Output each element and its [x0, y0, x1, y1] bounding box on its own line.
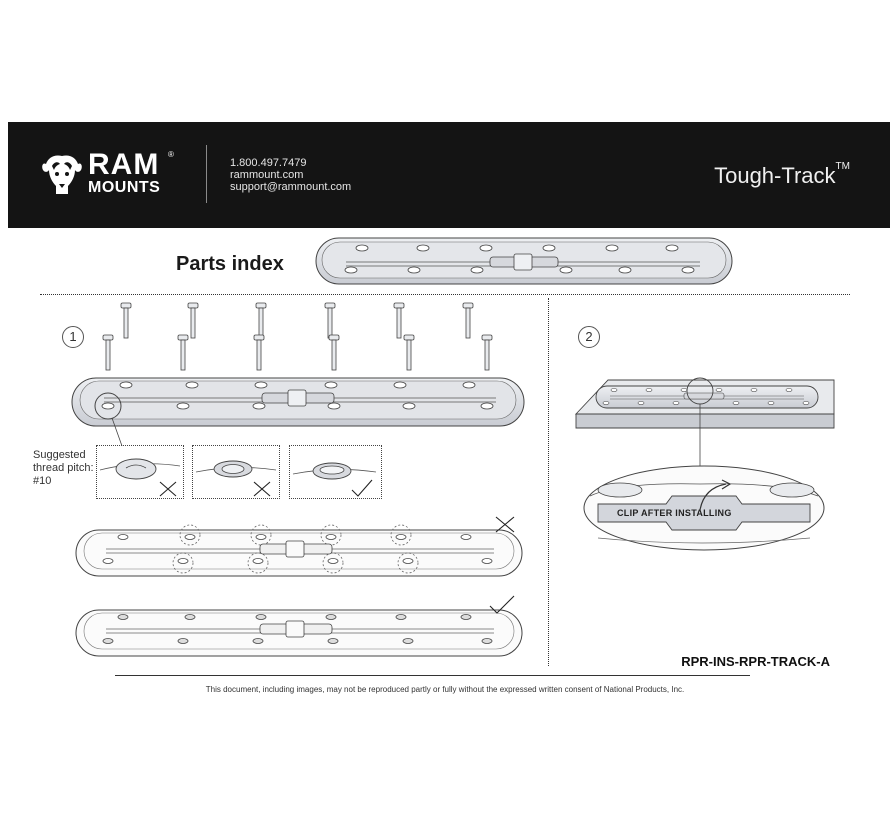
step-2-mounted-track	[574, 377, 835, 470]
section-divider-vertical	[548, 298, 549, 666]
parts-index-track	[315, 237, 733, 285]
screw-set	[102, 302, 493, 371]
brand-name-line1: RAM	[88, 148, 160, 181]
contact-block: 1.800.497.7479 rammount.com support@ramm…	[230, 157, 351, 193]
step-2-badge: 2	[578, 326, 600, 348]
step-1-badge: 1	[62, 326, 84, 348]
contact-website: rammount.com	[230, 169, 304, 181]
ram-head-icon	[42, 155, 82, 194]
parts-index-title: Parts index	[176, 253, 284, 275]
trademark-mark: TM	[835, 161, 850, 172]
detail-overtightened	[99, 458, 181, 497]
section-divider-horizontal	[40, 294, 850, 295]
product-name: Tough-TrackTM	[714, 161, 850, 189]
header-band	[8, 122, 890, 228]
clip-after-installing-label: CLIP AFTER INSTALLING	[617, 508, 732, 518]
footer-rule	[115, 675, 750, 676]
contact-email: support@rammount.com	[230, 181, 352, 193]
contact-phone: 1.800.497.7479	[230, 157, 307, 169]
header-divider	[206, 145, 207, 203]
thread-pitch-label: Suggested thread pitch: #10	[33, 449, 94, 487]
track-correct-pattern	[75, 595, 523, 657]
brand-registered-mark: ®	[168, 150, 174, 159]
track-incorrect-pattern	[75, 516, 523, 577]
copyright-notice: This document, including images, may not…	[205, 685, 685, 694]
clip-callout	[583, 465, 825, 551]
brand-name-line2: MOUNTS	[88, 179, 161, 196]
detail-correct	[292, 462, 377, 497]
step-1-track	[71, 377, 525, 447]
detail-recessed	[195, 460, 277, 497]
document-code: RPR-INS-RPR-TRACK-A	[681, 654, 830, 669]
product-title: Tough-Track	[714, 163, 836, 188]
brand-logo: RAM ® MOUNTS	[40, 150, 180, 202]
